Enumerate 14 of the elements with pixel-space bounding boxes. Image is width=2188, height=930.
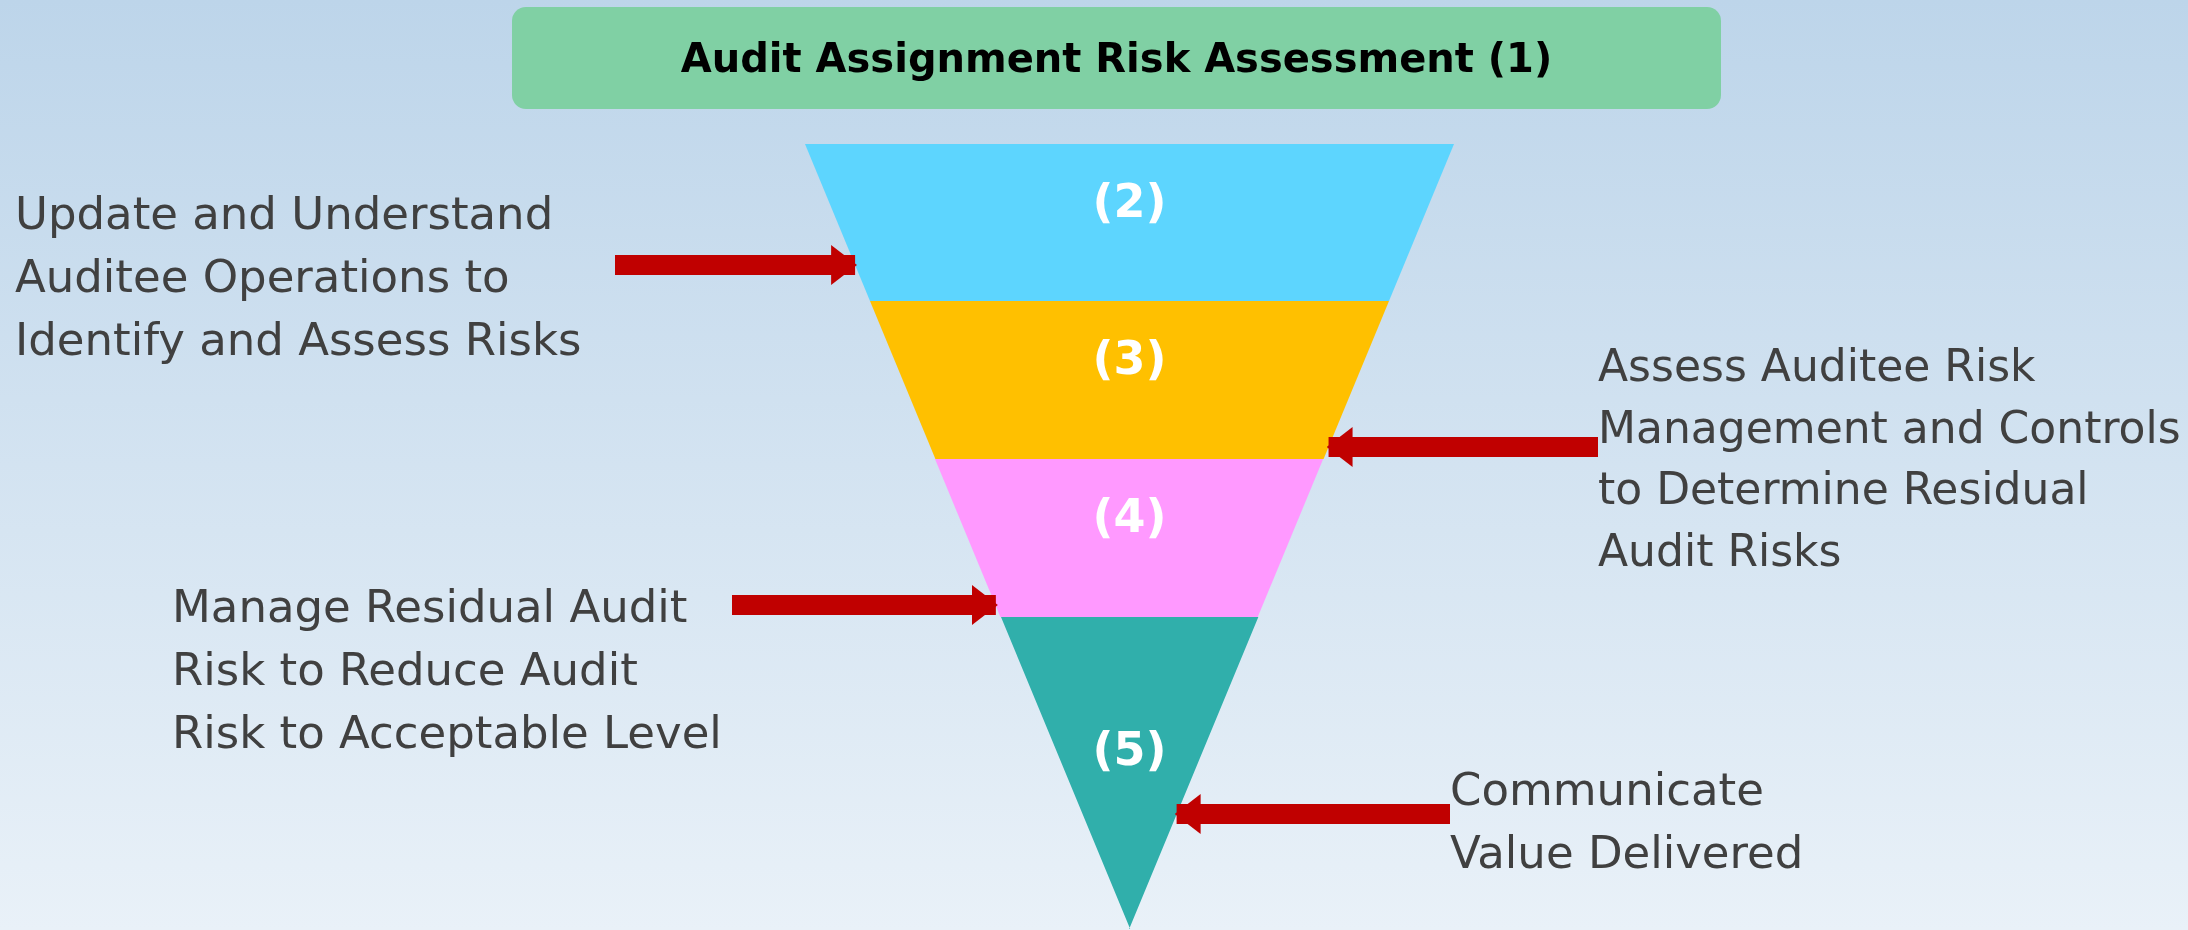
step-description: Communicate Value Delivered bbox=[1450, 758, 1890, 884]
step-description: Update and Understand Auditee Operations to Identify and Assess Risks bbox=[15, 182, 615, 371]
step-number: (5) bbox=[1091, 722, 1168, 776]
arrow bbox=[1174, 794, 1450, 834]
step-number: (2) bbox=[1091, 174, 1168, 228]
step-number: (4) bbox=[1091, 489, 1168, 543]
step-number: (3) bbox=[1091, 331, 1168, 385]
title-banner bbox=[512, 7, 1721, 109]
step-description: Assess Auditee Risk Management and Controls to Determine Residual Audit Risks bbox=[1598, 335, 2183, 582]
title-text: Audit Assignment Risk Assessment (1) bbox=[680, 35, 1553, 81]
arrow bbox=[615, 245, 858, 285]
arrow bbox=[732, 585, 998, 625]
arrow bbox=[1326, 427, 1598, 467]
step-description: Manage Residual Audit Risk to Reduce Audit Risk to Acceptable Level bbox=[172, 575, 732, 764]
